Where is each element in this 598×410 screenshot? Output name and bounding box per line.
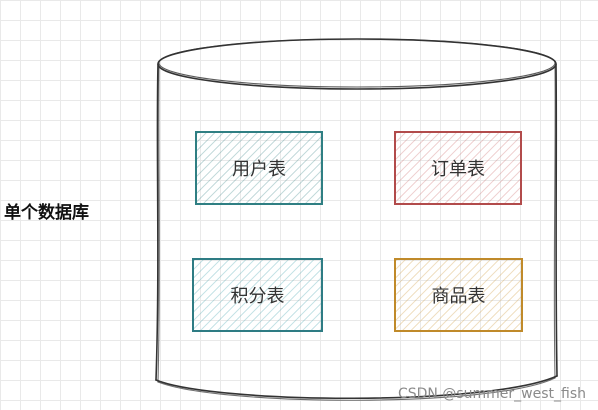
database-label: 单个数据库 xyxy=(4,203,89,223)
table-points[interactable]: 积分表 xyxy=(192,258,323,332)
cylinder-left-edge xyxy=(155,63,159,381)
table-order[interactable]: 订单表 xyxy=(394,131,522,205)
watermark: CSDN @summer_west_fish xyxy=(397,386,586,402)
table-order-label: 订单表 xyxy=(431,159,485,180)
table-product-label: 商品表 xyxy=(431,286,486,307)
table-product[interactable]: 商品表 xyxy=(394,258,523,332)
cylinder-right-edge xyxy=(555,63,558,377)
cylinder-bottom-curve xyxy=(155,375,558,400)
table-points-label: 积分表 xyxy=(230,286,285,307)
cylinder-top-ellipse xyxy=(157,38,557,90)
table-user-label: 用户表 xyxy=(232,159,286,180)
table-user[interactable]: 用户表 xyxy=(195,131,323,205)
